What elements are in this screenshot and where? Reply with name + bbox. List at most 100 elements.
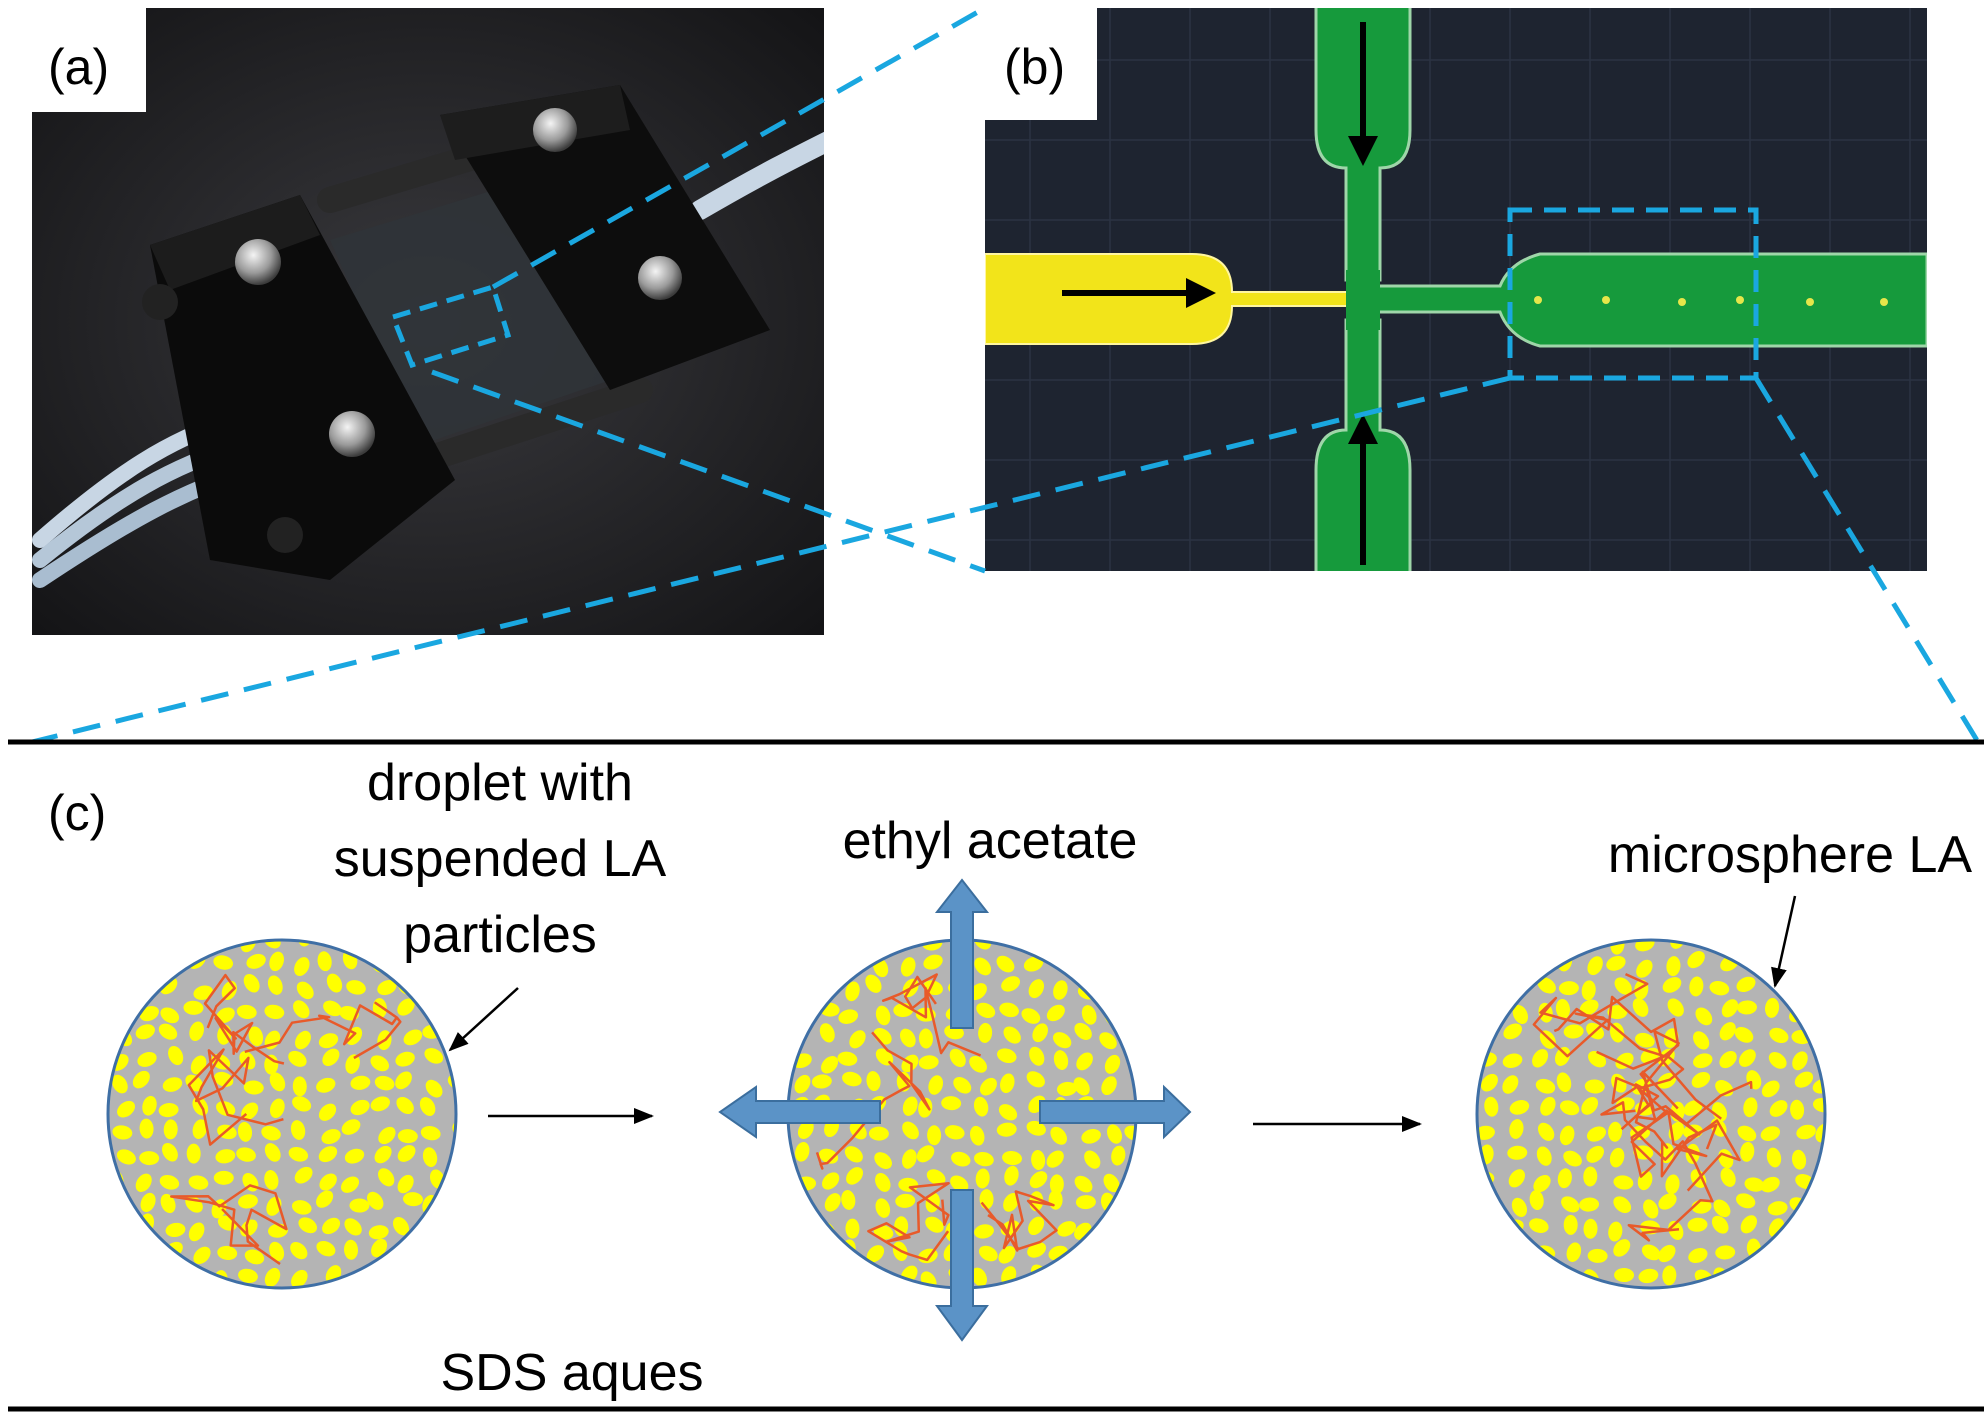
la-particle: [217, 1245, 238, 1261]
screw-head: [235, 239, 281, 285]
droplet-evaporating: [718, 878, 1192, 1342]
la-particle: [865, 974, 882, 993]
la-particle: [292, 1076, 307, 1097]
la-particle: [1607, 1005, 1628, 1020]
la-particle: [1688, 1248, 1708, 1264]
la-particle: [999, 1002, 1019, 1018]
la-particle: [326, 973, 343, 993]
la-particle: [290, 1120, 306, 1140]
la-particle: [818, 1148, 839, 1164]
la-particle: [290, 1241, 308, 1260]
la-particle: [158, 1103, 179, 1118]
la-particle: [392, 1216, 410, 1236]
polymer-chains: [170, 973, 402, 1266]
la-particle: [346, 980, 366, 995]
la-particle: [969, 1125, 985, 1146]
polymer-chain: [815, 1031, 931, 1170]
la-particle: [1735, 1193, 1756, 1209]
la-particle: [1073, 1077, 1090, 1096]
polymer-chain: [980, 1190, 1058, 1252]
la-particle: [318, 1146, 338, 1163]
la-particle: [1535, 1078, 1556, 1094]
la-particle: [1555, 998, 1570, 1019]
la-particle: [1074, 1175, 1093, 1193]
la-particle: [1026, 1120, 1046, 1136]
droplet-label-line-2: suspended LA: [334, 830, 667, 888]
la-particle: [971, 1267, 987, 1287]
la-particle: [1614, 977, 1632, 995]
la-particle: [841, 1190, 856, 1210]
medium-label: SDS aques: [440, 1344, 703, 1402]
la-particle: [1666, 956, 1681, 977]
expand-arrow: [935, 1189, 989, 1342]
la-particle: [1712, 1102, 1728, 1122]
la-particle: [261, 1125, 281, 1141]
pointer-arrow: [448, 987, 519, 1052]
holder-rods: [317, 142, 653, 478]
la-particle: [916, 1145, 935, 1163]
la-particle: [1769, 1027, 1789, 1044]
la-particle: [316, 1190, 334, 1208]
polymer-chain: [881, 973, 982, 1057]
la-particle: [215, 1149, 236, 1164]
la-particle: [402, 1192, 423, 1207]
la-particle: [1635, 1032, 1655, 1048]
la-particle: [1561, 1196, 1580, 1213]
la-particle: [243, 1080, 264, 1095]
la-particle: [1529, 1218, 1549, 1233]
la-particle: [1481, 1073, 1498, 1092]
la-particle: [1111, 1145, 1126, 1166]
la-particle: [395, 1051, 415, 1067]
la-particle: [1587, 1248, 1608, 1263]
la-particle: [1536, 1146, 1552, 1166]
la-particle: [1004, 1165, 1019, 1186]
la-particle: [1641, 1244, 1661, 1261]
droplet-label-line-3: particles: [403, 906, 597, 964]
la-particle: [1586, 1126, 1607, 1142]
la-particle: [1658, 1193, 1677, 1210]
la-particle: [1509, 1100, 1530, 1115]
la-particle: [1738, 1049, 1756, 1067]
la-particle: [160, 1193, 176, 1214]
la-particle: [824, 1193, 841, 1212]
la-particle: [350, 1075, 371, 1090]
la-particle: [819, 1023, 835, 1043]
la-particle: [1613, 1196, 1632, 1214]
la-particle: [1057, 1221, 1077, 1237]
la-particle: [162, 1077, 183, 1092]
la-particle: [189, 1021, 204, 1042]
polymer-chain: [1532, 972, 1667, 1070]
la-particle: [1736, 976, 1756, 993]
la-particle: [1046, 1150, 1064, 1168]
la-particle: [1713, 1199, 1731, 1218]
la-particle: [1760, 1126, 1781, 1142]
la-particle: [321, 1129, 341, 1145]
la-particle: [264, 1004, 285, 1020]
la-particle: [246, 953, 266, 969]
la-particle: [1740, 1215, 1758, 1234]
la-particle: [1608, 1121, 1623, 1142]
la-particle: [163, 1119, 178, 1140]
la-particle: [264, 1170, 279, 1190]
la-particle: [1792, 1051, 1808, 1071]
la-particle: [1031, 1150, 1046, 1170]
la-particle: [1719, 1022, 1736, 1041]
la-particle: [1734, 1026, 1754, 1043]
la-particle: [944, 1125, 965, 1140]
la-particle: [1586, 1145, 1604, 1163]
la-particle: [895, 1193, 916, 1208]
la-particle: [161, 1142, 178, 1162]
la-particle: [1003, 1026, 1021, 1044]
la-particle: [193, 985, 214, 1000]
la-particle: [1715, 1245, 1736, 1260]
la-particle: [1693, 1031, 1710, 1050]
la-particle: [1613, 1175, 1634, 1190]
la-particle: [1099, 1032, 1117, 1050]
la-particle: [1768, 1052, 1787, 1069]
la-particle: [1557, 1168, 1572, 1189]
la-particle: [1509, 1119, 1524, 1139]
la-particle: [132, 1070, 150, 1089]
la-particle: [1028, 1216, 1045, 1236]
la-particle: [969, 1055, 987, 1073]
la-particle: [844, 1146, 863, 1163]
